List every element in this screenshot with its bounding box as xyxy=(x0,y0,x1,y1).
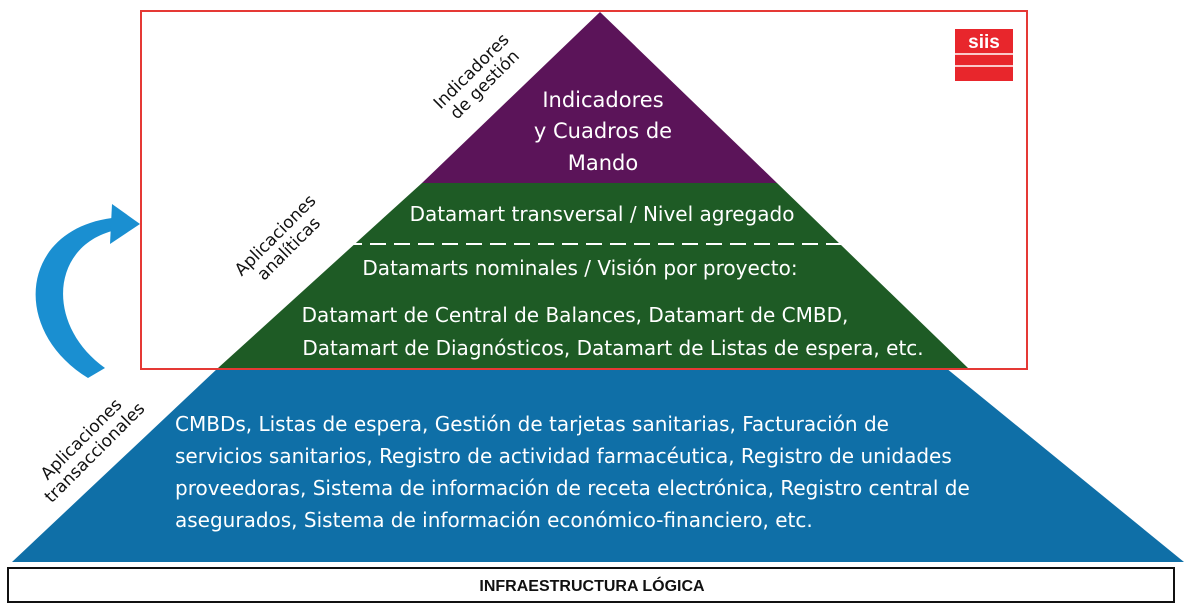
datamart-aggregate-text: Datamart transversal / Nivel agregado xyxy=(410,202,795,226)
indicators-text-line-1: Indicadores xyxy=(542,88,663,112)
siis-logo-block xyxy=(955,29,1013,81)
tier-transactional xyxy=(12,368,1184,562)
tier-indicators xyxy=(422,12,777,183)
indicators-text-line-3: Mando xyxy=(568,151,638,175)
siis-logo-text: siis xyxy=(968,32,1000,53)
transactional-text-line-4: asegurados, Sistema de información econó… xyxy=(175,508,813,532)
indicators-text-line-2: y Cuadros de xyxy=(534,119,672,143)
infrastructure-bar xyxy=(7,567,1175,603)
datamart-items-line-2: Datamart de Diagnósticos, Datamart de Li… xyxy=(302,336,923,360)
transactional-text-line-1: CMBDs, Listas de espera, Gestión de tarj… xyxy=(175,412,889,436)
infrastructure-label: INFRAESTRUCTURA LÓGICA xyxy=(479,576,705,595)
datamart-items-line-1: Datamart de Central de Balances, Datamar… xyxy=(302,303,849,327)
analytics-highlight-frame xyxy=(140,10,1028,370)
curved-arrow-icon xyxy=(35,204,140,378)
datamart-nominal-title: Datamarts nominales / Visión por proyect… xyxy=(362,256,797,280)
tier-analytical xyxy=(218,183,968,368)
transactional-text-line-2: servicios sanitarios, Registro de activi… xyxy=(175,444,952,468)
siis-logo: siis xyxy=(955,29,1013,81)
transactional-text-line-3: proveedoras, Sistema de información de r… xyxy=(175,476,970,500)
